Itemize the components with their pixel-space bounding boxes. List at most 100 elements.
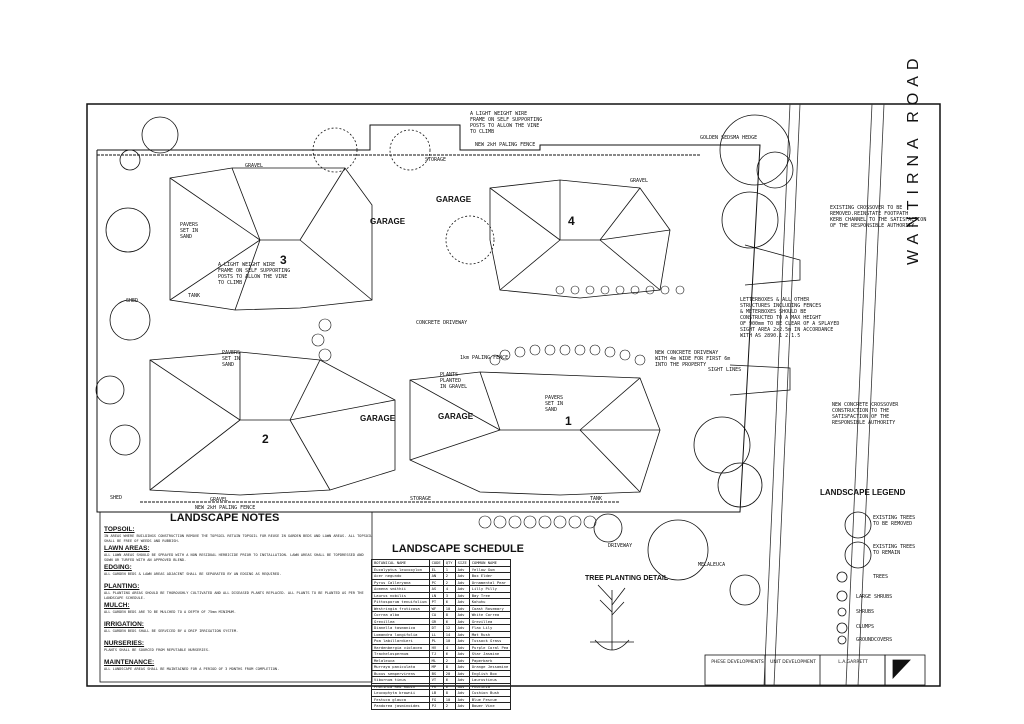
schedule-cell: VT bbox=[428, 676, 444, 684]
schedule-cell: GR bbox=[428, 617, 444, 625]
pavers-label: PAVERS SET IN SAND bbox=[222, 350, 241, 368]
schedule-cell: Adv bbox=[454, 637, 470, 645]
vine-note-top: A LIGHT WEIGHT WIRE FRAME ON SELF SUPPOR… bbox=[470, 111, 543, 135]
schedule-cell: Box Elder bbox=[468, 572, 512, 580]
schedule-cell: EL bbox=[428, 565, 444, 573]
unit-1-roof bbox=[409, 371, 661, 496]
schedule-cell: Grevillea bbox=[468, 617, 512, 625]
crossover-remove-note: EXISTING CROSSOVER TO BE REMOVED.REINSTA… bbox=[830, 205, 927, 229]
tree-canopies bbox=[95, 114, 872, 645]
schedule-heading: LANDSCAPE SCHEDULE bbox=[392, 543, 525, 555]
property-boundary bbox=[96, 124, 761, 513]
shrub-rows bbox=[311, 285, 685, 529]
driveway-small-label: DRIVEWAY bbox=[608, 543, 633, 549]
schedule-cell: Adv bbox=[454, 611, 470, 619]
gravel-label: GRAVEL bbox=[245, 163, 264, 169]
schedule-cell: AN bbox=[428, 572, 444, 580]
notes-section-title: TOPSOIL: bbox=[104, 526, 135, 533]
notes-section-title: LAWN AREAS: bbox=[104, 545, 150, 552]
schedule-cell: Adv bbox=[454, 585, 470, 593]
schedule-cell: Adv bbox=[454, 565, 470, 573]
schedule-cell: TJ bbox=[428, 650, 444, 658]
schedule-cell: Star Jasmine bbox=[468, 650, 512, 658]
notes-section-title: EDGING: bbox=[104, 564, 132, 571]
schedule-cell: PR bbox=[428, 682, 444, 690]
road-edges bbox=[763, 103, 885, 687]
garage-label: GARAGE bbox=[370, 217, 406, 226]
schedule-column-header: CODE bbox=[428, 559, 444, 567]
schedule-cell: Lilly Pilly bbox=[468, 585, 512, 593]
driveway-label: CONCRETE DRIVEWAY bbox=[416, 320, 468, 326]
schedule-cell: Adv bbox=[454, 656, 470, 664]
schedule-cell: Bay Tree bbox=[468, 591, 512, 599]
melaleuca-label: MELALEUCA bbox=[698, 562, 726, 568]
legend-item: CLUMPS bbox=[856, 624, 875, 630]
notes-section-text: PLANTS SHALL BE SOURCED FROM REPUTABLE N… bbox=[104, 648, 211, 652]
schedule-cell: Tussock Grass bbox=[468, 637, 512, 645]
schedule-cell: LB bbox=[428, 689, 444, 697]
notes-heading: LANDSCAPE NOTES bbox=[170, 512, 280, 524]
schedule-cell: Eucalyptus leucoxylon bbox=[371, 565, 430, 573]
legend-item: SHRUBS bbox=[856, 609, 875, 615]
plants-gravel-note: PLANTS PLANTED IN GRAVEL bbox=[440, 372, 468, 390]
title-block-frame bbox=[704, 654, 926, 686]
schedule-cell: Laurustinus bbox=[468, 676, 512, 684]
notes-section-text: ALL GARDEN BEDS & LAWN AREAS ADJACENT SH… bbox=[104, 572, 282, 576]
schedule-cell: WF bbox=[428, 604, 444, 612]
schedule-cell: Adv bbox=[454, 695, 470, 703]
schedule-cell: ML bbox=[428, 656, 444, 664]
schedule-cell: Hardenbergia violacea bbox=[371, 643, 430, 651]
schedule-cell: Blue Fescue bbox=[468, 695, 512, 703]
schedule-cell: AS bbox=[428, 585, 444, 593]
fence-note-bottom: NEW 2kH PALING FENCE bbox=[195, 505, 256, 511]
sight-lines-note: SIGHT LINES bbox=[708, 367, 742, 373]
legend-heading: LANDSCAPE LEGEND bbox=[820, 488, 906, 497]
schedule-cell: Adv bbox=[454, 643, 470, 651]
unit-number-4: 4 bbox=[568, 214, 575, 228]
legend-item: TREES bbox=[873, 574, 889, 580]
schedule-cell: Adv bbox=[454, 617, 470, 625]
crossovers bbox=[729, 244, 801, 396]
notes-section-text: ALL GARDEN BEDS ARE TO BE MULCHED TO A D… bbox=[104, 610, 236, 614]
schedule-cell: 2 bbox=[442, 702, 456, 710]
schedule-cell: LL bbox=[428, 630, 444, 638]
notes-section-text: ALL GARDEN BEDS SHALL BE SERVICED BY A D… bbox=[104, 629, 239, 633]
title-block-client: PHESE DEVELOPMENTS bbox=[711, 660, 764, 665]
notes-section-title: MULCH: bbox=[104, 602, 130, 609]
pavers-label: PAVERS SET IN SAND bbox=[180, 222, 199, 240]
schedule-cell: Adv bbox=[454, 598, 470, 606]
notes-section-text: ALL PLANTING AREAS SHOULD BE THOROUGHLY … bbox=[104, 591, 364, 600]
title-block-designer: L.A.GARRETT bbox=[838, 660, 868, 665]
new-driveway-note: NEW CONCRETE DRIVEWAY WITH 4m WIDE FOR F… bbox=[655, 350, 731, 368]
schedule-cell: Adv bbox=[454, 663, 470, 671]
schedule-cell: Mat Rush bbox=[468, 630, 512, 638]
storage-label: STORAGE bbox=[425, 157, 447, 163]
fence-note-top: NEW 2kH PALING FENCE bbox=[475, 142, 536, 148]
schedule-cell: Adv bbox=[454, 572, 470, 580]
schedule-cell: Adv bbox=[454, 669, 470, 677]
schedule-cell: FG bbox=[428, 695, 444, 703]
schedule-cell: PJ bbox=[428, 702, 444, 710]
schedule-cell: Adv bbox=[454, 604, 470, 612]
schedule-cell: Adv bbox=[454, 650, 470, 658]
tank-label: TANK bbox=[188, 293, 201, 299]
unit-number-3: 3 bbox=[280, 253, 287, 267]
unit-2-roof bbox=[149, 351, 396, 496]
schedule-cell: Paperbark bbox=[468, 656, 512, 664]
schedule-cell: Cushion Bush bbox=[468, 689, 512, 697]
gravel-label: GRAVEL bbox=[630, 178, 649, 184]
golden-hedge-note: GOLDEN SEDSMA HEDGE bbox=[700, 135, 758, 141]
